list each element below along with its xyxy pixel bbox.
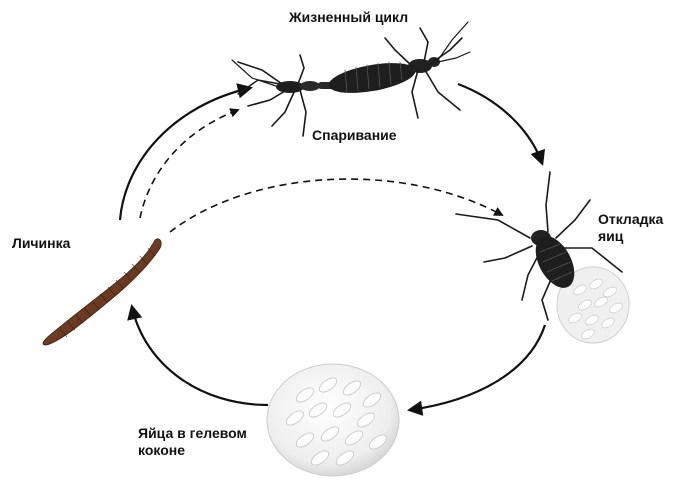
- label-egg-cocoon: Яйца в гелевом коконе: [138, 425, 247, 459]
- arrow-laying-to-cocoon: [406, 324, 547, 416]
- egg-laying-insect-icon: [455, 171, 630, 344]
- diagram-title: Жизненный цикл: [289, 9, 409, 25]
- label-egg-cocoon-line1: Яйца в гелевом: [138, 425, 247, 441]
- arrow-cocoon-to-larva: [127, 303, 269, 407]
- label-egg-cocoon-line2: коконе: [138, 442, 185, 458]
- arrow-larva-to-mating: [118, 83, 254, 221]
- label-egg-laying-line1: Откладка: [598, 211, 664, 227]
- larva-icon: [42, 238, 162, 346]
- label-egg-laying-line2: яиц: [598, 228, 624, 244]
- label-mating: Спаривание: [312, 127, 397, 143]
- label-egg-laying: Откладка яиц: [598, 211, 663, 245]
- dashed-arrow-larva-to-mating: [139, 108, 240, 219]
- dashed-arrow-larva-to-laying: [169, 178, 504, 233]
- egg-cocoon-icon: [266, 363, 400, 477]
- label-larva: Личинка: [12, 235, 71, 251]
- arrow-mating-to-laying: [457, 82, 546, 166]
- mating-insects-icon: [231, 21, 471, 137]
